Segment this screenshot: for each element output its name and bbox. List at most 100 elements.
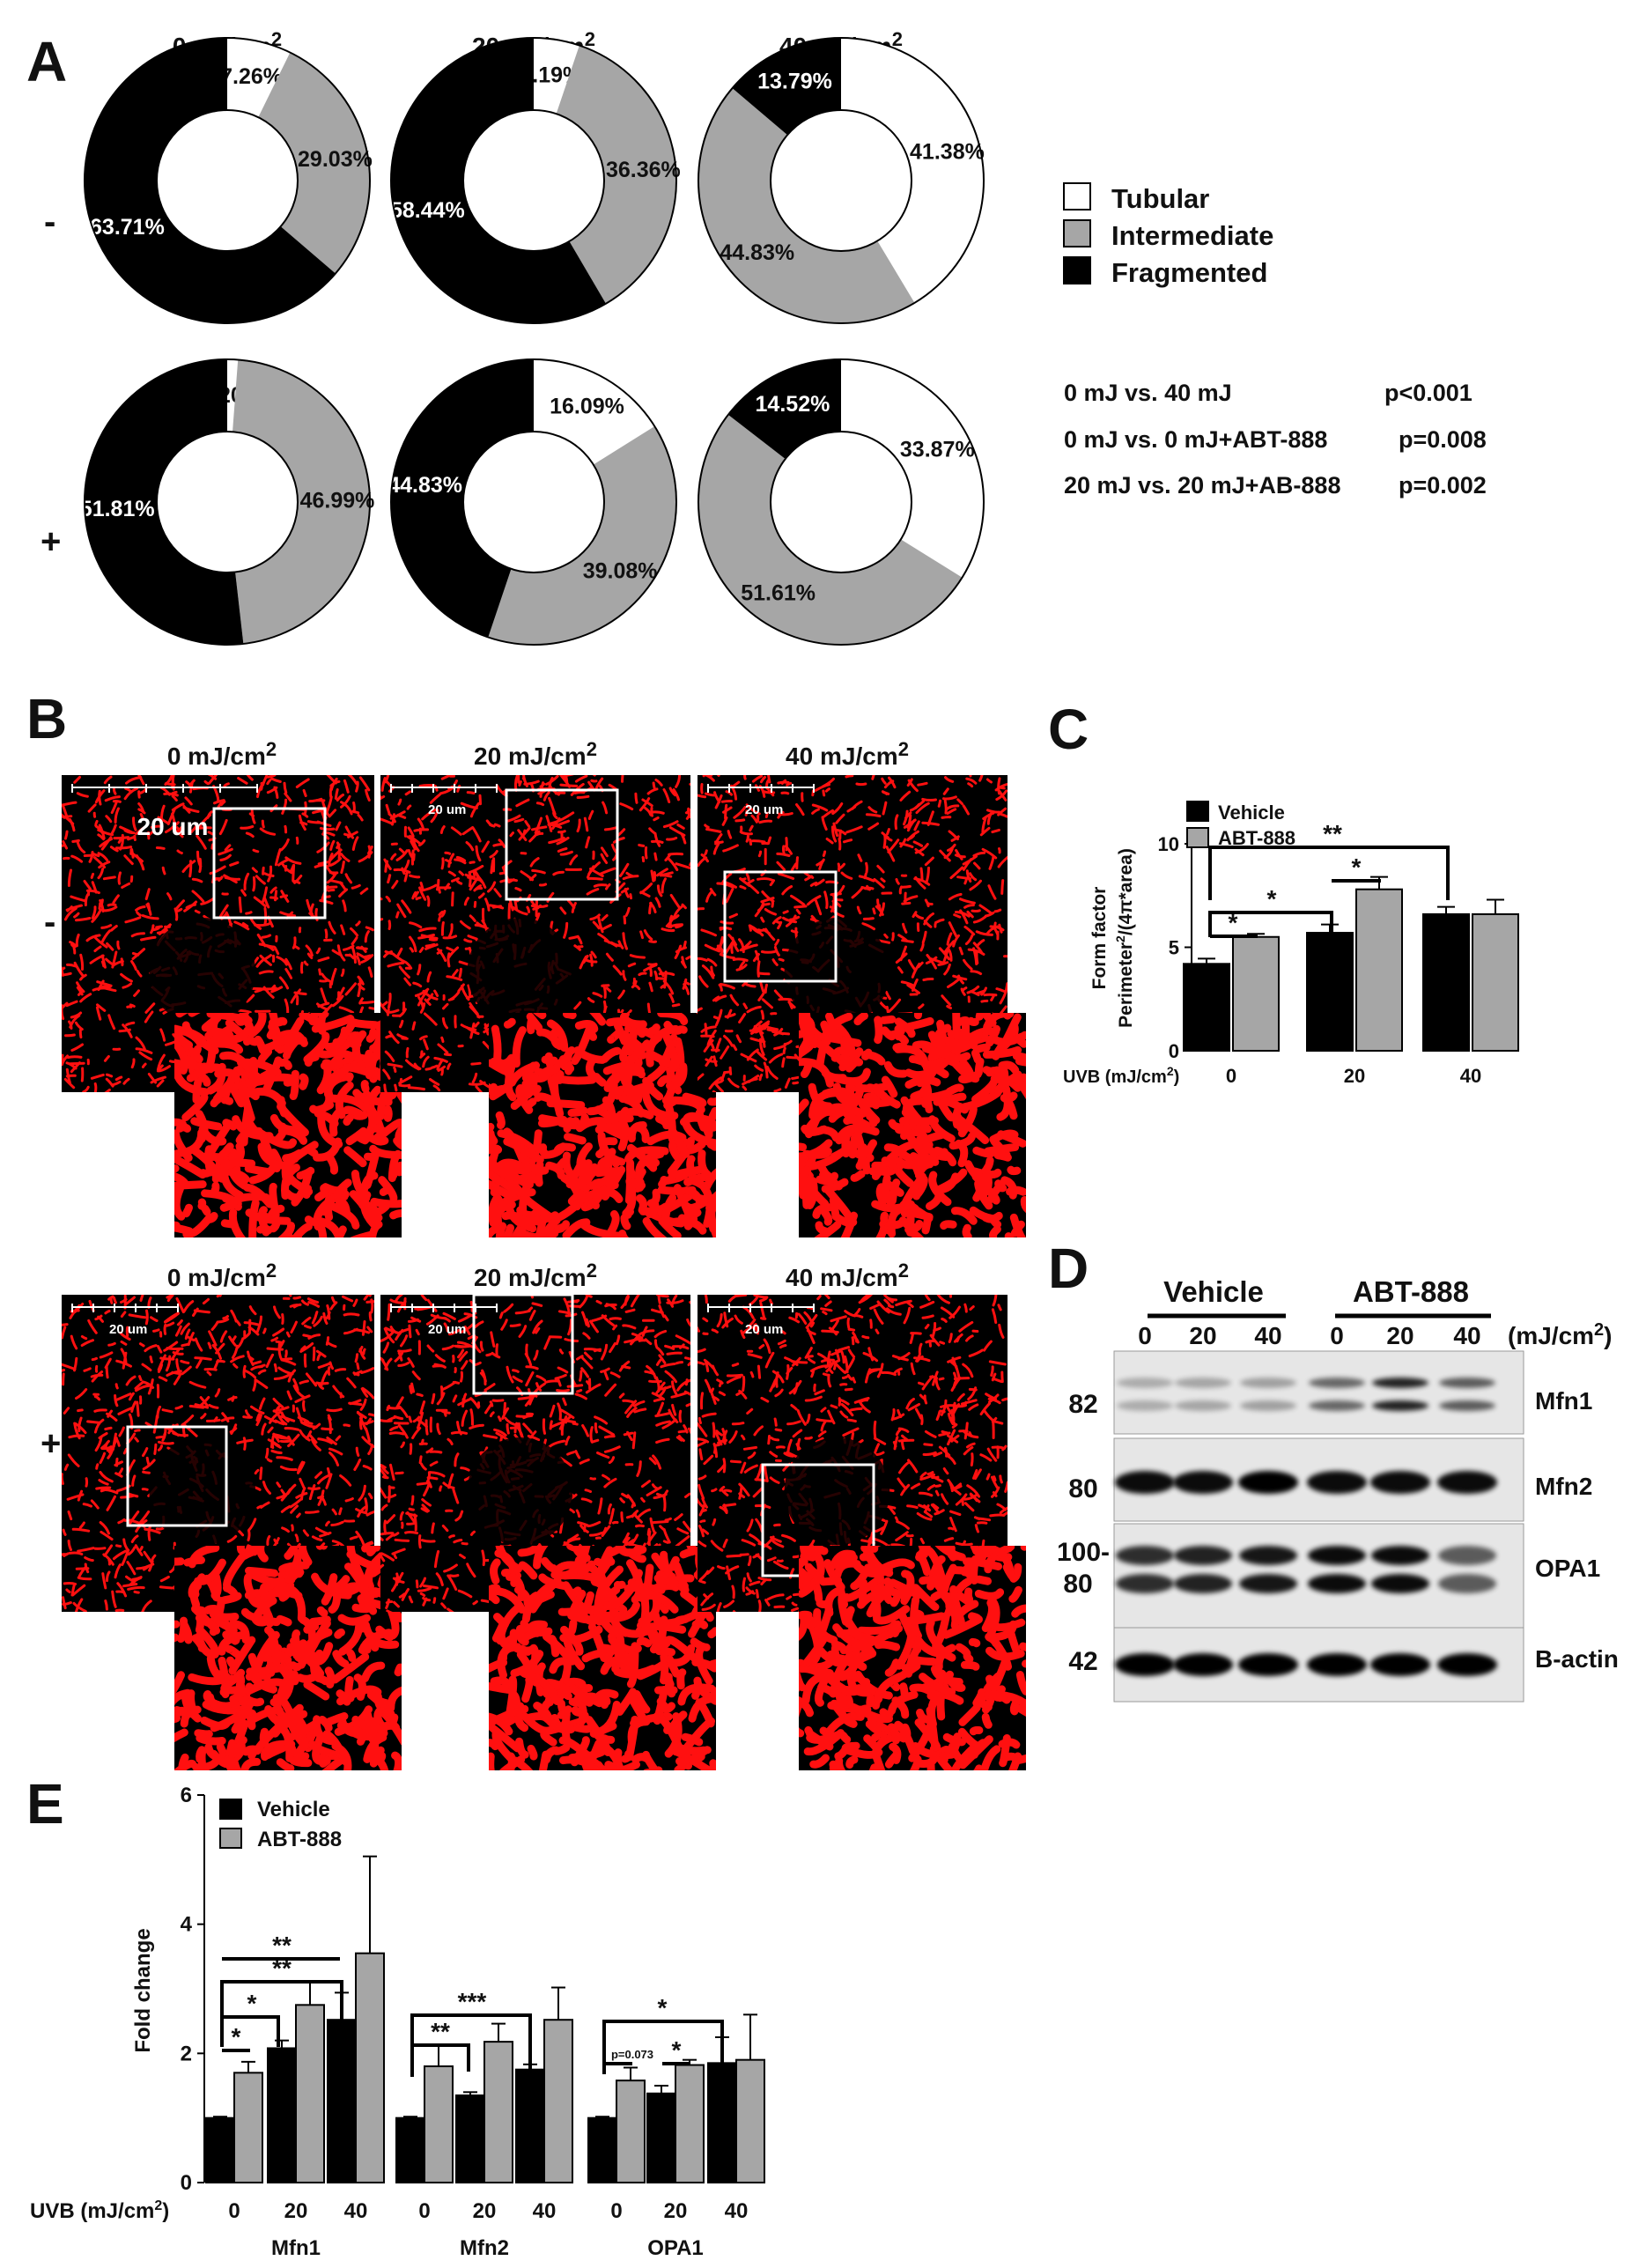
slice-label: 7.26% <box>220 64 283 89</box>
significance-bracket <box>602 2020 724 2074</box>
donut-outline <box>698 37 985 324</box>
x-tick-label: 20 <box>664 2199 688 2223</box>
bar-abt-888 <box>1472 912 1519 1053</box>
blot-kda-label: 42 <box>1068 1647 1097 1676</box>
blot-band <box>1438 1574 1496 1593</box>
blot-kda-label: 82 <box>1068 1390 1097 1419</box>
blot-band <box>1238 1471 1298 1494</box>
blot-band <box>1371 1574 1429 1593</box>
legend-swatch-abt-888 <box>1186 827 1209 848</box>
blot-band <box>1175 1400 1231 1411</box>
slice-label: 39.08% <box>583 558 658 583</box>
bar-vehicle <box>1422 912 1470 1053</box>
panel-label-a: A <box>26 30 67 93</box>
donut-outline <box>390 37 677 324</box>
legend-label: Tubular <box>1111 183 1209 214</box>
legend-label: ABT-888 <box>1218 827 1295 849</box>
slice-intermediate <box>556 45 676 304</box>
significance-bracket <box>1208 846 1450 900</box>
nucleus <box>467 1437 573 1546</box>
slice-label: 36.36% <box>606 158 681 182</box>
blot-band <box>1309 1400 1365 1411</box>
slice-fragmented <box>391 38 606 324</box>
slice-tubular <box>227 38 291 118</box>
legend-swatch-vehicle <box>1186 801 1209 822</box>
slice-tubular <box>534 38 579 115</box>
blot-band <box>1437 1653 1497 1676</box>
bar-vehicle <box>205 2117 235 2184</box>
slice-fragmented <box>391 359 534 638</box>
legend-swatch-fragmented <box>1063 256 1091 284</box>
legend-swatch-abt-888 <box>219 1828 242 1849</box>
significance-label: *** <box>458 1988 487 2015</box>
blot-band <box>1116 1574 1174 1593</box>
scale-label: 20 um <box>428 1322 466 1337</box>
bar-abt-888 <box>355 1952 385 2184</box>
stats-table: 0 mJ vs. 40 mJ p<0.001 0 mJ vs. 0 mJ+ABT… <box>1064 380 1487 499</box>
bar-vehicle <box>395 2117 425 2184</box>
significance-label: * <box>1267 885 1277 912</box>
slice-intermediate <box>258 52 370 274</box>
scale-label: 20 um <box>745 802 783 817</box>
y-axis-label: Form factor <box>1089 887 1110 990</box>
x-axis-label: UVB (mJ/cm2) <box>30 2198 169 2223</box>
y-tick-label: 2 <box>181 2042 192 2065</box>
roi-box <box>472 1293 574 1395</box>
dose-label: 0 mJ/cm2 <box>167 738 277 770</box>
donut-outline <box>84 358 371 646</box>
bar-vehicle <box>587 2117 617 2184</box>
blot-band <box>1239 1574 1297 1593</box>
legend-swatch-tubular <box>1063 182 1091 211</box>
bar-abt-888 <box>483 2041 513 2183</box>
donut-outline <box>84 37 371 324</box>
blot-band <box>1117 1400 1173 1411</box>
blot-lane-label: 40 <box>1453 1322 1480 1349</box>
bar-vehicle <box>707 2062 737 2183</box>
blot-band <box>1370 1471 1430 1494</box>
donut-hole <box>156 109 299 252</box>
blot-strip <box>1113 1350 1524 1435</box>
blot-band <box>1372 1378 1428 1388</box>
stat-comparison: 20 mJ vs. 20 mJ+AB-888 <box>1064 472 1340 499</box>
significance-label: ** <box>431 2018 450 2045</box>
bar-abt-888 <box>616 2080 646 2183</box>
significance-bracket <box>220 1980 343 2035</box>
blot-band <box>1175 1378 1231 1388</box>
row-label-plus: + <box>41 1424 61 1463</box>
legend-label: ABT-888 <box>257 1828 342 1851</box>
roi-box <box>723 870 838 983</box>
legend-label: Fragmented <box>1111 257 1267 288</box>
x-tick-label: 0 <box>418 2199 430 2223</box>
bar-vehicle <box>1183 963 1230 1053</box>
mito-texture <box>489 1013 716 1237</box>
significance-label: * <box>247 1990 257 2017</box>
x-tick-label: 0 <box>228 2199 240 2223</box>
slice-tubular <box>227 359 239 432</box>
significance-label: ** <box>272 1932 292 1959</box>
blot-band <box>1239 1546 1297 1565</box>
slice-intermediate <box>698 88 915 323</box>
slice-fragmented <box>85 359 244 645</box>
dose-label: 20 mJ/cm2 <box>474 738 597 770</box>
blot-lane-label: 20 <box>1386 1322 1413 1349</box>
blot-band <box>1370 1653 1430 1676</box>
row-label-minus: - <box>44 203 55 241</box>
x-tick-label: 40 <box>344 2199 368 2223</box>
slice-fragmented <box>732 38 841 136</box>
x-tick-label: 0 <box>1226 1065 1236 1087</box>
legend-swatch-vehicle <box>219 1799 242 1820</box>
blot-band <box>1438 1546 1496 1565</box>
roi-box <box>212 807 327 920</box>
donut-hole <box>462 109 605 252</box>
blot-band <box>1307 1471 1367 1494</box>
blot-lane-label: 0 <box>1330 1322 1344 1349</box>
blot-band <box>1240 1378 1296 1388</box>
y-tick-label: 0 <box>1169 1040 1179 1062</box>
bar-abt-888 <box>295 2004 325 2183</box>
x-tick-label: 40 <box>725 2199 749 2223</box>
blot-lane-label: 40 <box>1254 1322 1281 1349</box>
significance-label: ** <box>272 1954 292 1982</box>
slice-label: 16.09% <box>550 395 624 419</box>
y-tick-label: 10 <box>1158 833 1179 855</box>
